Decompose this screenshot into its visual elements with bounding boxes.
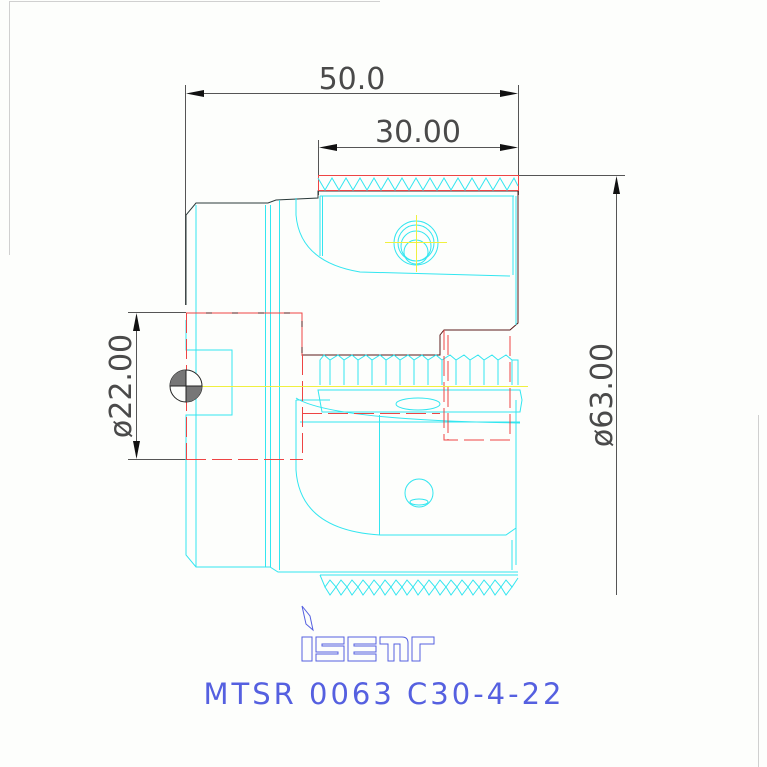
iscar-logo (301, 605, 435, 662)
dimension-cutting-diameter (518, 175, 625, 595)
dimension-cutting-length (318, 140, 518, 195)
dimension-overall-length (185, 85, 519, 305)
center-of-gravity-symbol (169, 369, 203, 403)
dimension-label-cutting-diameter: ø63.00 (585, 343, 620, 447)
dimension-bore-diameter (128, 312, 186, 460)
dimension-label-overall-length: 50.0 (319, 62, 386, 97)
drawing-frame (9, 1, 759, 767)
cutter-body (169, 175, 528, 596)
dimension-label-bore-diameter: ø22.00 (104, 334, 139, 438)
dimension-label-cutting-length: 30.00 (375, 115, 461, 150)
part-number-label: MTSR 0063 C30-4-22 (204, 677, 565, 711)
